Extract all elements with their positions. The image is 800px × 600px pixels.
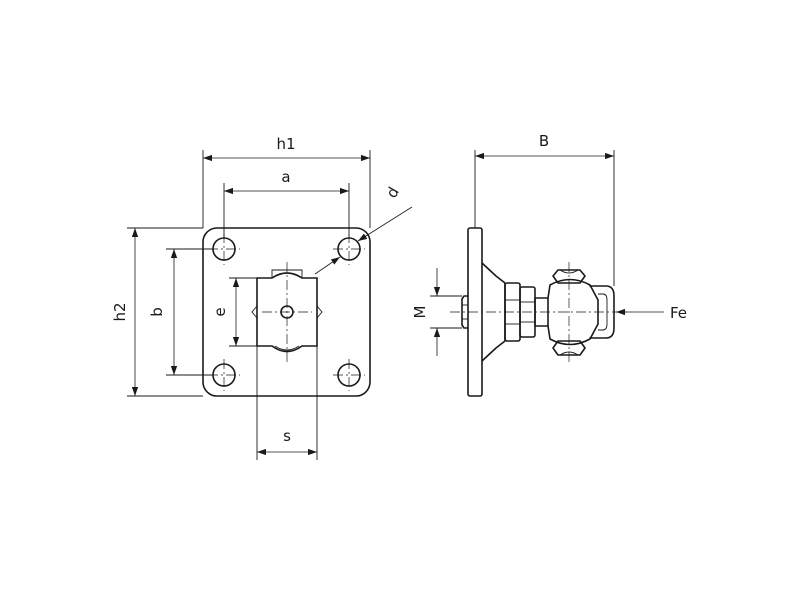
label-M: M bbox=[411, 306, 429, 319]
dim-d-leader-inner bbox=[314, 256, 341, 275]
label-s: s bbox=[283, 427, 291, 445]
label-a: a bbox=[281, 168, 290, 186]
hole-center-lines bbox=[208, 233, 365, 391]
label-e: e bbox=[211, 307, 229, 316]
front-dimension-lines bbox=[131, 154, 413, 456]
label-h1: h1 bbox=[276, 135, 295, 153]
front-extension-lines bbox=[127, 150, 371, 460]
label-d: d bbox=[382, 184, 402, 201]
label-b: b bbox=[148, 307, 166, 317]
base-plate bbox=[202, 227, 371, 397]
center-block bbox=[251, 262, 323, 362]
threaded-stud bbox=[461, 295, 469, 329]
label-B: B bbox=[539, 132, 549, 150]
hinge-ball bbox=[547, 269, 599, 356]
label-Fe: Fe bbox=[670, 304, 687, 322]
side-view: B M Fe bbox=[411, 132, 687, 397]
label-h2: h2 bbox=[111, 302, 129, 321]
front-view: h1 a d h2 b e s bbox=[111, 135, 413, 460]
dim-d-leader bbox=[357, 206, 413, 242]
